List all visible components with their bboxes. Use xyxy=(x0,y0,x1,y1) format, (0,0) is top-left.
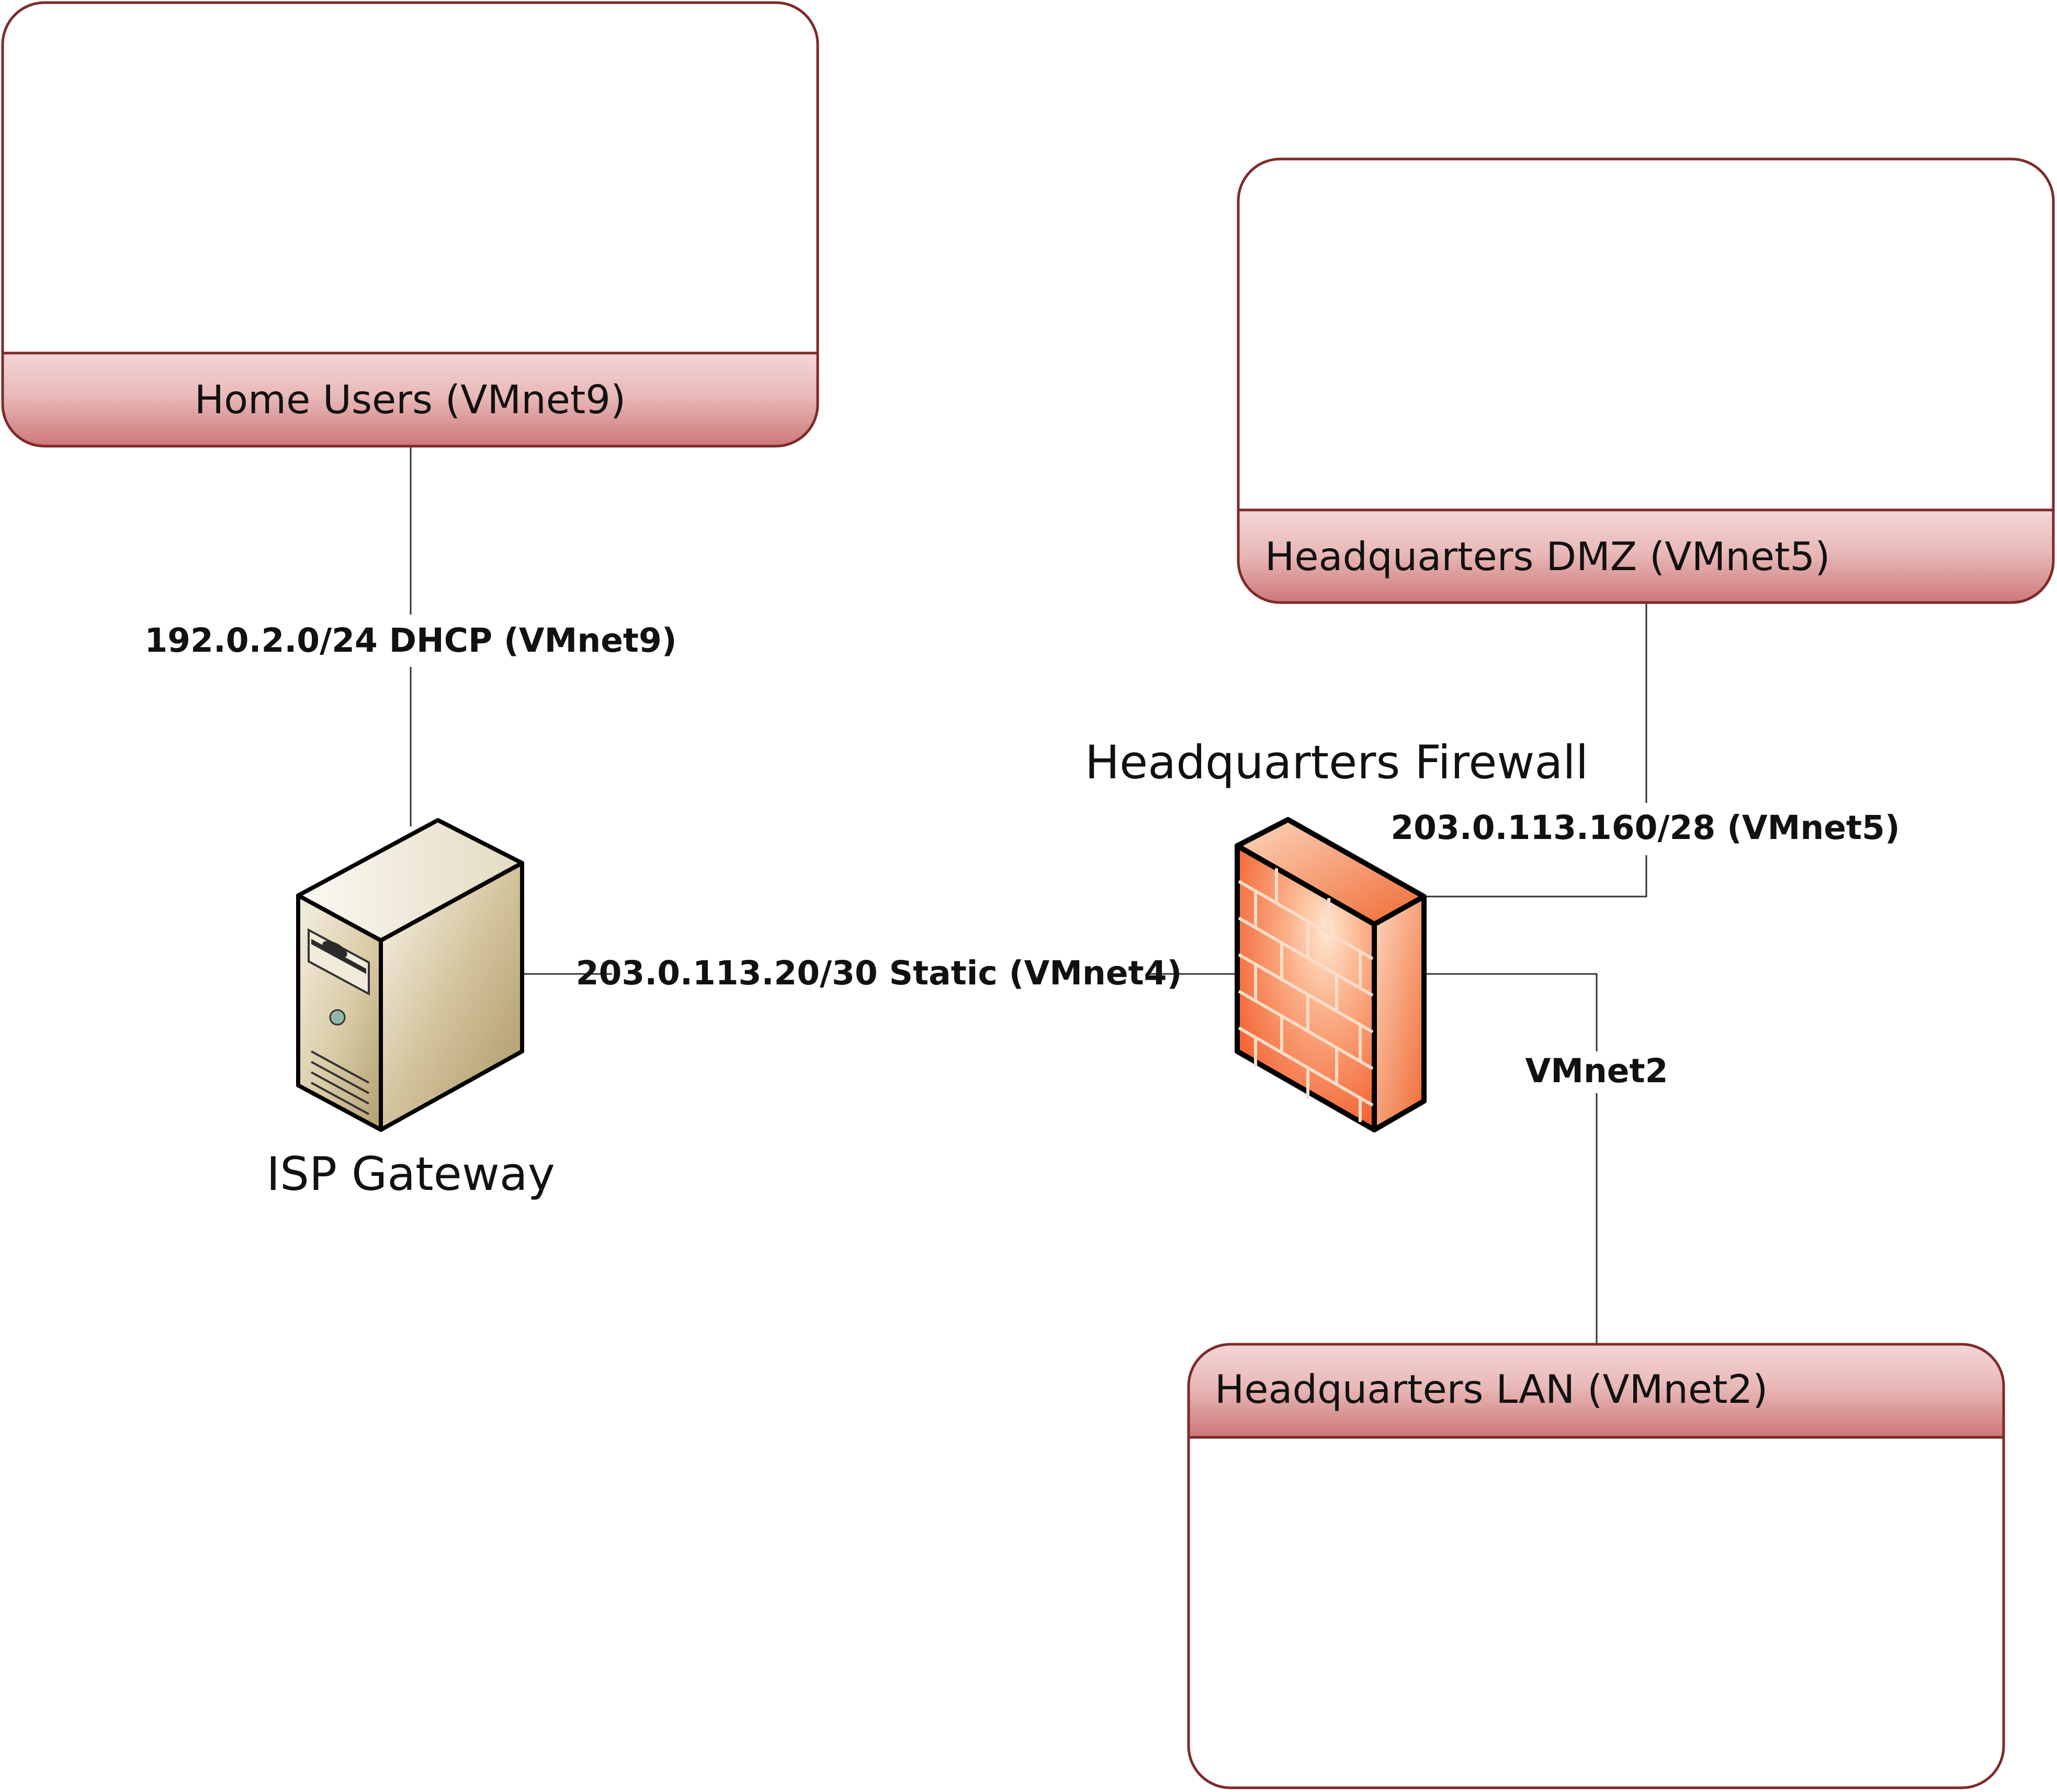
network-title: Home Users (VMnet9) xyxy=(195,377,626,423)
box-border xyxy=(1,1,819,448)
connection-lines xyxy=(410,447,1647,1344)
isp-gateway-device[interactable]: ISP Gateway xyxy=(266,818,555,1201)
server-tower-icon xyxy=(296,818,524,1132)
network-box-hq-dmz[interactable]: Headquarters DMZ (VMnet5) xyxy=(1237,157,2055,604)
box-header xyxy=(3,353,818,446)
brick-firewall-icon xyxy=(1235,817,1427,1132)
box-header xyxy=(1189,1344,2004,1437)
link-label-isp-to-firewall: 203.0.113.20/30 Static (VMnet4) xyxy=(576,954,1182,992)
network-box-hq-lan[interactable]: Headquarters LAN (VMnet2) xyxy=(1187,1343,2005,1789)
hq-firewall-device[interactable]: Headquarters Firewall xyxy=(1085,735,1588,1132)
link-label-firewall-to-lan: VMnet2 xyxy=(1525,1052,1668,1090)
hq-firewall-label: Headquarters Firewall xyxy=(1085,735,1588,789)
link-firewall-to-dmz-line xyxy=(1424,855,1647,898)
box-border xyxy=(1237,157,2055,604)
isp-gateway-label: ISP Gateway xyxy=(266,1147,555,1201)
network-title: Headquarters DMZ (VMnet5) xyxy=(1265,534,1830,580)
link-label-home-to-isp: 192.0.2.0/24 DHCP (VMnet9) xyxy=(144,621,676,660)
link-label-firewall-to-dmz: 203.0.113.160/28 (VMnet5) xyxy=(1391,809,1900,847)
link-firewall-to-lan-line-top xyxy=(1424,973,1598,1051)
box-border xyxy=(1187,1343,2005,1789)
network-box-home-users[interactable]: Home Users (VMnet9) xyxy=(1,1,819,448)
network-title: Headquarters LAN (VMnet2) xyxy=(1215,1366,1768,1412)
box-header xyxy=(1238,510,2053,603)
